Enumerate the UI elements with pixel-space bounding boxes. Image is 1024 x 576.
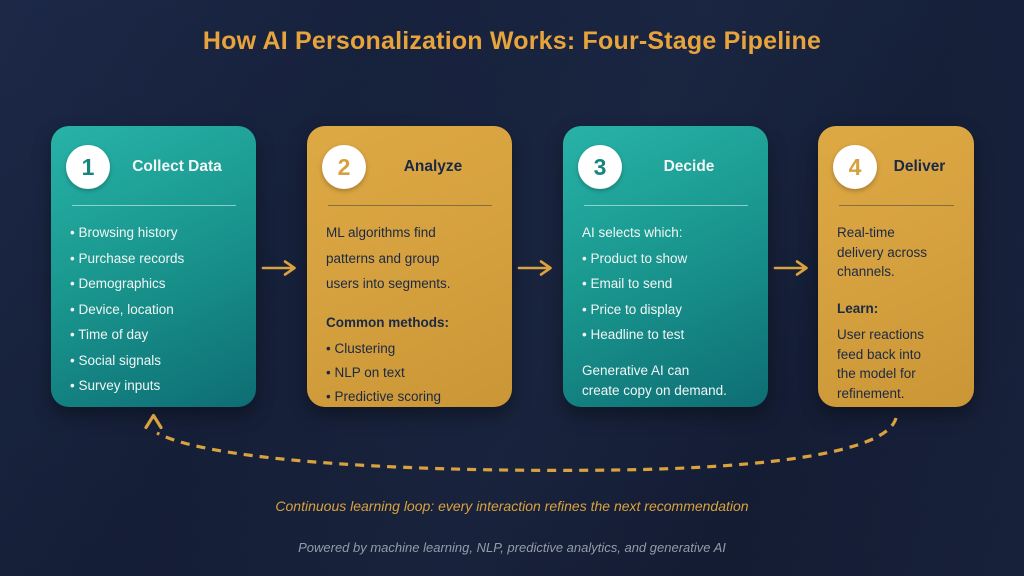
bullet-item: • Browsing history [70,225,178,240]
bullet-item: • Headline to test [582,327,685,342]
stage-note: Generative AI can create copy on demand. [582,361,756,401]
bullet-item: • Demographics [70,276,166,291]
text-line: feed back into [837,346,922,362]
stage-description: Real-time delivery across channels. [837,223,962,282]
stage-body: ML algorithms find patterns and group us… [307,206,512,409]
stage-body: AI selects which: • Product to show • Em… [563,206,768,401]
stage-body: Real-time delivery across channels. Lear… [818,206,974,403]
stage-card-decide: 3 Decide AI selects which: • Product to … [563,126,768,407]
stage-header: 2 Analyze [307,126,512,189]
stage-title: Analyze [403,158,463,175]
stage-body: • Browsing history • Purchase records • … [51,206,256,399]
powered-by-note: Powered by machine learning, NLP, predic… [298,540,726,555]
stage-number-badge: 4 [833,145,877,189]
stage-number-badge: 2 [322,145,366,189]
bullet-item: • Product to show [582,250,688,266]
divider [328,205,492,206]
bullet-item: • Purchase records [70,250,185,266]
page-title: How AI Personalization Works: Four-Stage… [202,27,822,55]
bullet-item: • Price to display [582,301,683,317]
text-line: Real-time [837,225,895,240]
text-line: users into segments. [326,276,451,291]
bullet-item: • Email to send [582,276,673,291]
flow-arrow-icon [261,260,296,276]
stage-number-badge: 3 [578,145,622,189]
flow-arrow-icon [517,260,552,276]
bullet-item: • Clustering [326,340,396,356]
stage-note: User reactions feed back into the model … [837,325,962,403]
bullet-item: • Social signals [70,352,162,368]
stage-header: 4 Deliver [818,126,974,189]
divider [72,205,236,206]
text-line: AI selects which: [582,225,683,240]
stage-header: 3 Decide [563,126,768,189]
stage-title: Collect Data [132,158,222,175]
stage-card-collect-data: 1 Collect Data • Browsing history • Purc… [51,126,256,407]
text-line: patterns and group [326,250,440,266]
stage-title: Deliver [893,158,946,175]
feedback-loop-arrow-icon [144,413,898,472]
bullet-item: • Survey inputs [70,378,161,393]
loop-caption: Continuous learning loop: every interact… [275,498,749,514]
subheading: Learn: [837,300,879,316]
text-line: channels. [837,264,895,279]
bullet-item: • Device, location [70,301,174,317]
bullet-list: • Clustering • NLP on text • Predictive … [326,337,500,409]
text-line: Generative AI can [582,362,690,378]
bullet-item: • Time of day [70,327,149,342]
bullet-item: • NLP on text [326,364,405,380]
text-line: ML algorithms find [326,225,436,240]
stage-description: ML algorithms find patterns and group us… [326,220,500,297]
divider [584,205,748,206]
text-line: refinement. [837,385,905,401]
stage-title: Decide [663,158,715,175]
text-line: create copy on demand. [582,382,727,398]
stage-card-deliver: 4 Deliver Real-time delivery across chan… [818,126,974,407]
text-line: User reactions [837,327,925,342]
subheading: Common methods: [326,314,449,330]
stage-card-analyze: 2 Analyze ML algorithms find patterns an… [307,126,512,407]
stage-header: 1 Collect Data [51,126,256,189]
flow-arrow-icon [773,260,808,276]
divider [839,205,954,206]
bullet-item: • Predictive scoring [326,388,442,404]
text-line: delivery across [837,244,928,260]
bullet-list: AI selects which: • Product to show • Em… [582,220,756,348]
stage-number-badge: 1 [66,145,110,189]
text-line: the model for [837,366,916,381]
